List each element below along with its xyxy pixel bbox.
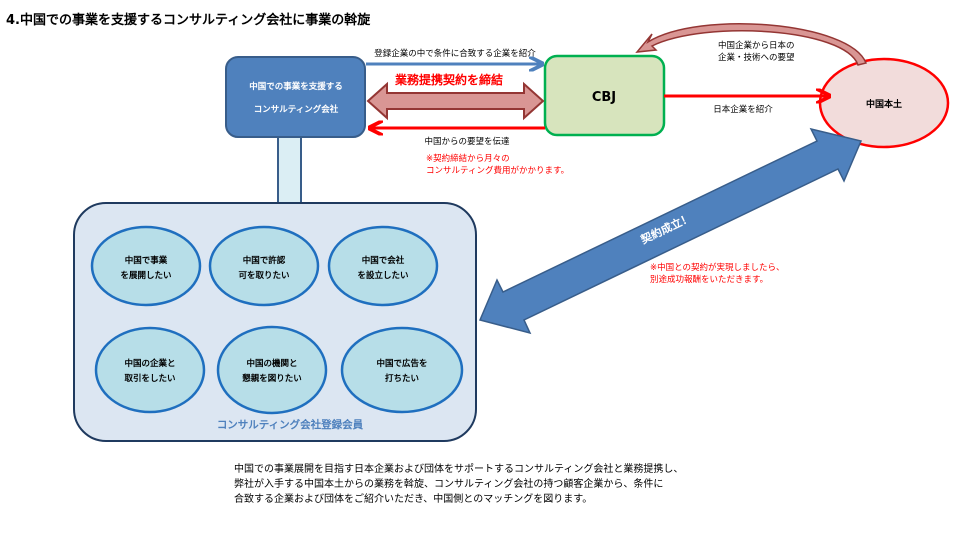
china-requests-line1: 中国企業から日本の bbox=[718, 40, 795, 51]
monthly-fee-note-line1: ※契約締結から月々の bbox=[426, 153, 510, 164]
svg-text:中国での事業を支援する: 中国での事業を支援する bbox=[249, 81, 343, 92]
relay-label: 中国からの要望を伝達 bbox=[424, 136, 510, 147]
china-requests-arrow bbox=[635, 23, 868, 66]
svg-text:中国で事業: 中国で事業 bbox=[125, 255, 168, 266]
cbj-node: CBJ bbox=[543, 54, 666, 137]
svg-text:CBJ: CBJ bbox=[592, 90, 616, 105]
contract-success-arrow: 契約成立！ bbox=[478, 127, 863, 335]
member-oval: 中国で許認 可を取りたい bbox=[208, 225, 320, 307]
success-fee-note-line1: ※中国との契約が実現しましたら、 bbox=[650, 262, 785, 273]
member-oval: 中国の機関と 懇親を図りたい bbox=[216, 325, 328, 415]
svg-text:打ちたい: 打ちたい bbox=[385, 373, 419, 384]
description-line1: 中国での事業展開を目指す日本企業および団体をサポートするコンサルティング会社と業… bbox=[234, 462, 683, 475]
svg-text:中国の機関と: 中国の機関と bbox=[246, 358, 297, 369]
consulting-company-node: 中国での事業を支援する コンサルティング会社 bbox=[225, 56, 366, 138]
svg-text:中国で広告を: 中国で広告を bbox=[376, 358, 427, 369]
svg-text:取引をしたい: 取引をしたい bbox=[124, 373, 175, 384]
introduce-japan-label: 日本企業を紹介 bbox=[713, 104, 773, 115]
svg-text:中国の企業と: 中国の企業と bbox=[124, 358, 175, 369]
svg-text:中国で許認: 中国で許認 bbox=[243, 255, 286, 266]
member-oval: 中国で会社 を設立したい bbox=[327, 225, 439, 307]
member-ovals: 中国で事業 を展開したい 中国で許認 可を取りたい 中国で会社 を設立したい 中… bbox=[90, 225, 464, 415]
member-oval: 中国で事業 を展開したい bbox=[90, 225, 202, 307]
svg-text:を展開したい: を展開したい bbox=[120, 270, 171, 281]
description-line3: 合致する企業および団体をご紹介いただき、中国側とのマッチングを図ります。 bbox=[234, 492, 592, 505]
svg-text:懇親を図りたい: 懇親を図りたい bbox=[242, 373, 302, 384]
description-line2: 弊社が入手する中国本土からの業務を斡旋、コンサルティング会社の持つ顧客企業から、… bbox=[234, 477, 663, 490]
china-mainland-node: 中国本土 bbox=[818, 57, 950, 149]
success-fee-note-line2: 別途成功報酬をいただきます。 bbox=[650, 274, 768, 285]
partnership-label: 業務提携契約を締結 bbox=[394, 72, 503, 87]
svg-text:中国で会社: 中国で会社 bbox=[362, 255, 405, 266]
partnership-arrow bbox=[366, 81, 545, 121]
svg-text:を設立したい: を設立したい bbox=[357, 270, 408, 281]
members-label: コンサルティング会社登録会員 bbox=[217, 418, 364, 431]
member-oval: 中国で広告を 打ちたい bbox=[340, 326, 464, 414]
china-requests-line2: 企業・技術への要望 bbox=[718, 52, 795, 63]
member-oval: 中国の企業と 取引をしたい bbox=[94, 326, 206, 414]
introduce-label: 登録企業の中で条件に合致する企業を紹介 bbox=[374, 48, 536, 59]
svg-text:コンサルティング会社: コンサルティング会社 bbox=[254, 104, 339, 115]
monthly-fee-note-line2: コンサルティング費用がかかります。 bbox=[426, 165, 569, 176]
svg-text:中国本土: 中国本土 bbox=[866, 98, 902, 110]
svg-text:可を取りたい: 可を取りたい bbox=[238, 270, 289, 281]
page-title: 4.中国での事業を支援するコンサルティング会社に事業の斡旋 bbox=[6, 12, 371, 28]
connector-pillar bbox=[277, 135, 302, 207]
